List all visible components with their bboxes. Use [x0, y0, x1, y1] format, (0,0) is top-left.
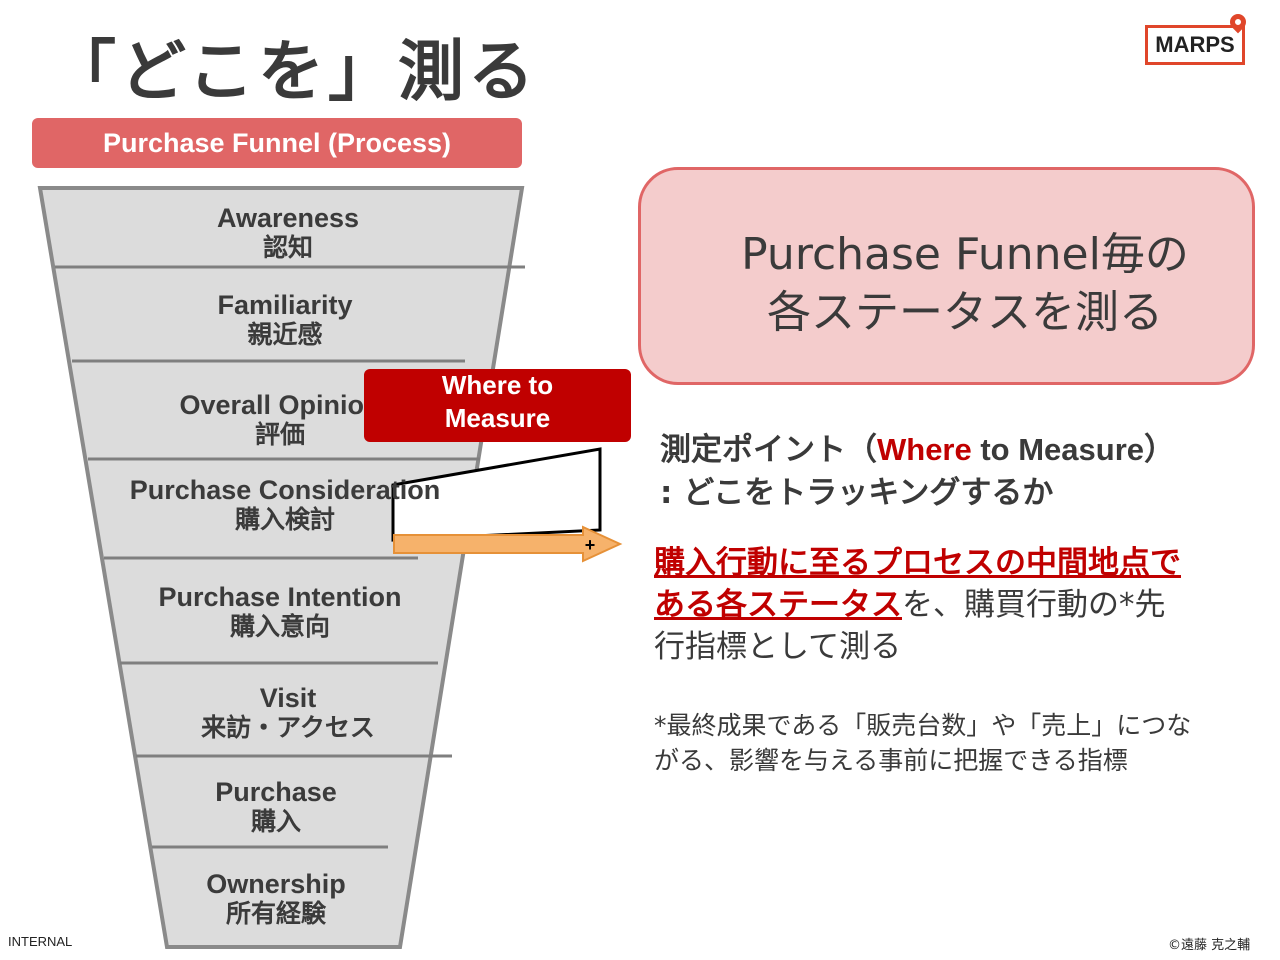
stage-en-label: Awareness: [216, 203, 360, 233]
stage-ja-label: 購入: [250, 807, 301, 836]
callout-bracket: [391, 447, 602, 542]
where-box-line1: Where to: [441, 370, 554, 400]
stage-en-label: Purchase Consideration: [129, 475, 441, 505]
summary-callout-box: [638, 167, 1255, 385]
funnel-stage-overall-opinion: Overall Opinion 評価: [90, 390, 470, 454]
stage-en-label: Familiarity: [217, 290, 353, 320]
stage-ja-label: 認知: [262, 233, 313, 262]
funnel-header: Purchase Funnel (Process): [32, 118, 522, 168]
where-to-measure-label: Where to Measure: [364, 369, 631, 442]
stage-ja-label: 来訪・アクセス: [201, 713, 375, 742]
measure-prefix: 測定ポイント（: [660, 432, 877, 468]
measure-suffix: ）: [1144, 432, 1176, 468]
funnel-stage-purchase-intention: Purchase Intention 購入意向: [130, 582, 430, 642]
stage-ja-label: 所有経験: [225, 899, 326, 928]
stage-ja-label: 親近感: [247, 320, 323, 349]
copyright-label: ©遠藤 克之輔: [1168, 938, 1251, 953]
description-highlight-line2: ある各ステータス: [654, 587, 902, 623]
stage-en-label: Ownership: [206, 869, 346, 899]
classification-label: INTERNAL: [8, 934, 73, 949]
measure-point-heading: 測定ポイント（Where to Measure） : どこをトラッキングするか: [660, 428, 1175, 515]
funnel-stage-awareness: Awareness 認知: [140, 203, 436, 263]
stage-ja-label: 購入意向: [229, 612, 330, 641]
funnel-stage-purchase-consideration: Purchase Consideration 購入検討: [100, 475, 470, 535]
stage-en-label: Purchase Intention: [158, 582, 402, 612]
description-text: 購入行動に至るプロセスの中間地点で ある各ステータスを、購買行動の*先 行指標と…: [654, 542, 1269, 668]
funnel-stage-familiarity: Familiarity 親近感: [137, 290, 433, 350]
description-highlight-line1: 購入行動に至るプロセスの中間地点で: [654, 545, 1181, 581]
summary-line1: Purchase Funnel毎の: [741, 229, 1189, 280]
summary-line2: 各ステータスを測る: [767, 287, 1163, 338]
measure-heading-line1: 測定ポイント（Where to Measure）: [660, 428, 1175, 472]
right-arrow-icon: [393, 525, 623, 563]
arrow-plus-marker: +: [585, 535, 596, 555]
where-box-line2: Measure: [444, 403, 551, 433]
footnote-line1: *最終成果である「販売台数」や「売上」につな: [654, 711, 1192, 740]
footnote-line2: がる、影響を与える事前に把握できる指標: [654, 746, 1128, 775]
measure-where: Where: [877, 432, 972, 467]
measure-heading-line2: : どこをトラッキングするか: [660, 475, 1054, 511]
page-title: 「どこを」測る: [50, 33, 539, 110]
description-line2: ある各ステータスを、購買行動の*先: [654, 584, 1269, 626]
funnel-stage-purchase: Purchase 購入: [138, 777, 414, 837]
measure-to-measure: to Measure: [971, 432, 1145, 467]
stage-en-label: Purchase: [215, 777, 337, 807]
description-line3: 行指標として測る: [654, 629, 902, 665]
stage-en-label: Visit: [259, 683, 317, 713]
stage-en-label: Overall Opinion: [179, 390, 381, 420]
marps-logo: MARPS: [1145, 25, 1245, 65]
funnel-stage-visit: Visit 来訪・アクセス: [140, 683, 436, 743]
summary-callout-text: Purchase Funnel毎の 各ステータスを測る: [660, 226, 1270, 342]
footnote-text: *最終成果である「販売台数」や「売上」につな がる、影響を与える事前に把握できる…: [654, 708, 1274, 778]
stage-ja-label: 購入検討: [234, 505, 335, 534]
funnel-stage-ownership: Ownership 所有経験: [138, 869, 414, 929]
description-rest-line2: を、購買行動の*先: [902, 587, 1166, 623]
stage-ja-label: 評価: [254, 420, 305, 449]
